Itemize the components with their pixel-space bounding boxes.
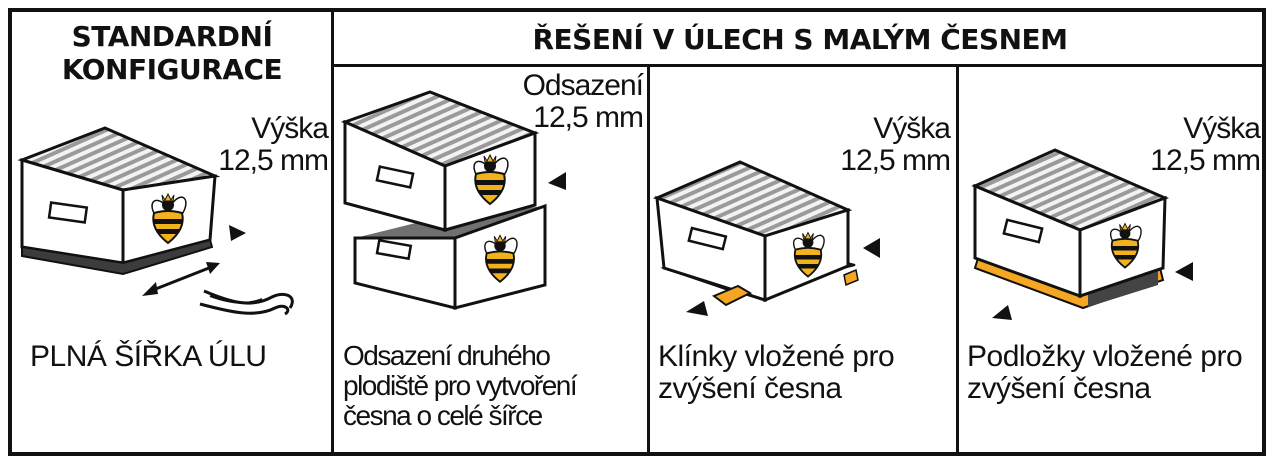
offset-measure: Odsazení 12,5 mm — [460, 69, 644, 134]
hive-pads-illustration — [971, 148, 1193, 320]
standard-config-title: STANDARDNÍ KONFIGURACE — [14, 20, 330, 86]
caption-wedges: Klínky vložené pro zvýšení česna — [658, 341, 953, 405]
hive-wedges-illustration — [652, 160, 880, 316]
measure-label: Odsazení — [522, 69, 644, 102]
caption-pads: Podložky vložené pro zvýšení česna — [967, 341, 1262, 405]
hive-offset-illustration — [340, 90, 566, 310]
caption-line: česna o celé šířce — [343, 400, 543, 431]
caption-line: zvýšení česna — [967, 372, 1151, 405]
divider-mid1 — [647, 64, 650, 456]
caption-full-width: PLNÁ ŠÍŘKA ÚLU — [30, 340, 267, 373]
caption-line: Podložky vložené pro — [967, 340, 1243, 373]
caption-line: Klínky vložené pro — [658, 340, 895, 373]
divider-left — [331, 8, 334, 456]
title-line-1: STANDARDNÍ — [71, 20, 273, 53]
measure-value: 12,5 mm — [1150, 144, 1261, 177]
diagram-frame — [8, 8, 1266, 456]
hive-standard-illustration — [17, 126, 294, 316]
height-measure-left: Výška 12,5 mm — [150, 112, 329, 177]
measure-label: Výška — [251, 112, 329, 145]
height-measure-wedges: Výška 12,5 mm — [770, 112, 951, 177]
caption-line: zvýšení česna — [658, 372, 842, 405]
measure-label: Výška — [873, 112, 951, 145]
measure-value: 12,5 mm — [218, 144, 329, 177]
measure-label: Výška — [1183, 112, 1261, 145]
divider-mid2 — [956, 64, 959, 456]
measure-value: 12,5 mm — [840, 144, 951, 177]
small-entrance-header: ŘEŠENÍ V ÚLECH S MALÝM ČESNEM — [532, 23, 1068, 56]
caption-line: plodiště pro vytvoření — [343, 370, 578, 401]
divider-header — [331, 64, 1266, 67]
height-measure-pads: Výška 12,5 mm — [1080, 112, 1261, 177]
measure-value: 12,5 mm — [533, 101, 644, 134]
caption-offset: Odsazení druhého plodiště pro vytvoření … — [343, 341, 643, 431]
caption-line: Odsazení druhého — [343, 340, 551, 371]
title-line-2: KONFIGURACE — [61, 53, 283, 86]
